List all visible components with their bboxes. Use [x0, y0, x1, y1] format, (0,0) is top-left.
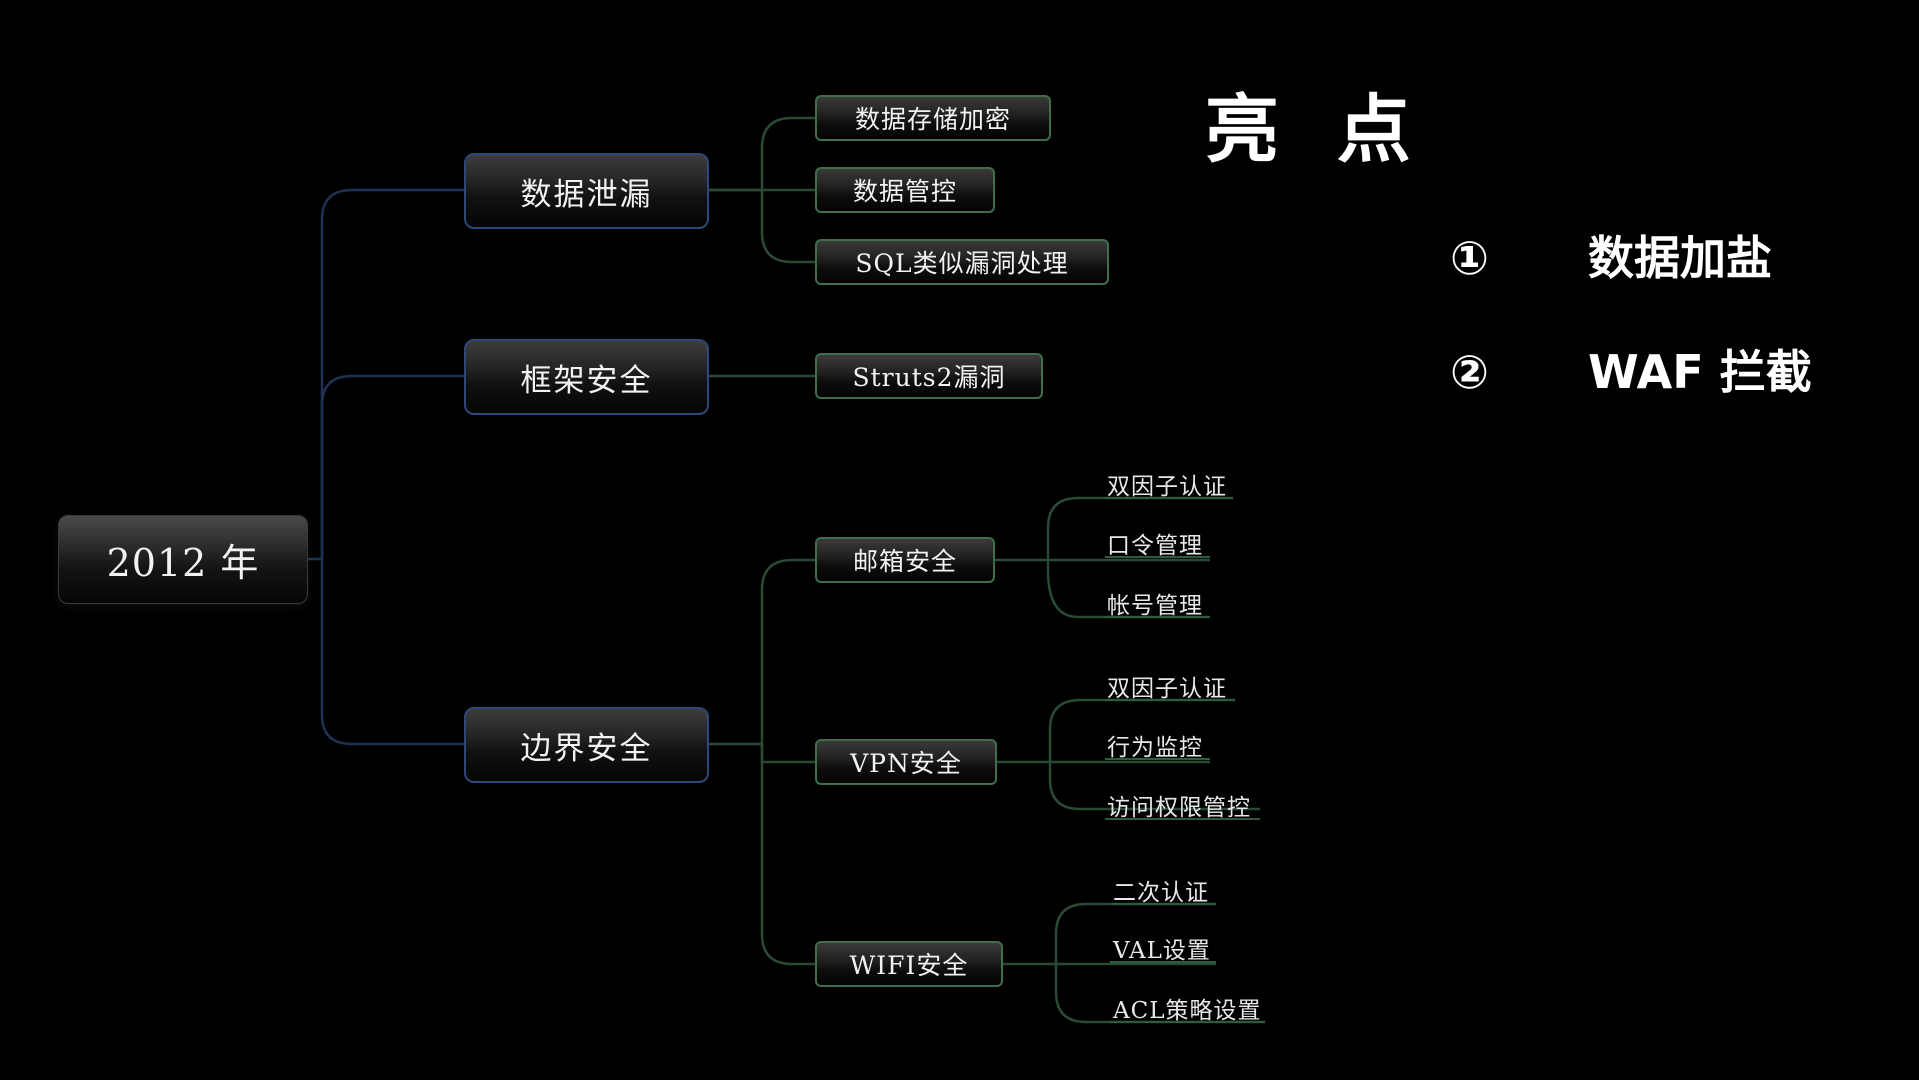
branch-data-leak: 数据泄漏 — [464, 153, 709, 229]
sub-node-data-control: 数据管控 — [815, 167, 995, 213]
link-branch1-sub1 — [709, 116, 815, 192]
root-label: 2012 年 — [106, 541, 260, 585]
link-root-branch3 — [320, 559, 464, 746]
sub-node-label: 邮箱安全 — [852, 547, 957, 576]
link-branch3-sub1 — [709, 558, 815, 746]
sub-node-label: 数据存储加密 — [854, 105, 1011, 134]
leaf-wifi-acl-policy: ACL策略设置 — [1113, 998, 1262, 1024]
highlights-title: 亮 点 — [1205, 87, 1427, 173]
sub-node-label: WIFI安全 — [849, 951, 969, 980]
link-email-leaves — [995, 496, 1233, 619]
leaf-vpn-two-factor: 双因子认证 — [1107, 676, 1227, 702]
link-root-branch2 — [320, 374, 464, 559]
branch-boundary-security: 边界安全 — [464, 707, 709, 783]
link-branch3-sub3 — [760, 744, 815, 966]
sub-node-sql-vuln-handling: SQL类似漏洞处理 — [815, 239, 1109, 285]
link-vpn-leaves — [997, 698, 1260, 811]
branch-label: 框架安全 — [520, 362, 653, 399]
highlight-number: ② — [1450, 345, 1489, 399]
leaf-vpn-access-control: 访问权限管控 — [1107, 795, 1251, 821]
highlight-item-1: ① 数据加盐 — [1450, 222, 1772, 288]
sub-node-label: SQL类似漏洞处理 — [855, 249, 1069, 278]
link-root-branch1 — [308, 188, 464, 561]
branch-framework-security: 框架安全 — [464, 339, 709, 415]
sub-node-struts2: Struts2漏洞 — [815, 353, 1043, 399]
leaf-email-account-management: 帐号管理 — [1107, 593, 1203, 619]
root-node: 2012 年 — [58, 515, 308, 604]
branch-label: 数据泄漏 — [520, 176, 653, 213]
highlight-text: WAF 拦截 — [1588, 345, 1812, 399]
leaf-wifi-secondary-auth: 二次认证 — [1113, 880, 1209, 906]
sub-node-label: Struts2漏洞 — [852, 363, 1006, 392]
leaf-wifi-val-settings: VAL设置 — [1113, 938, 1211, 964]
leaf-vpn-behavior-monitoring: 行为监控 — [1107, 735, 1203, 761]
highlight-number: ① — [1450, 231, 1489, 285]
sub-node-vpn-security: VPN安全 — [815, 739, 997, 785]
link-wifi-leaves — [1003, 902, 1265, 1024]
sub-node-label: VPN安全 — [850, 749, 962, 778]
highlight-text: 数据加盐 — [1588, 231, 1772, 285]
leaf-email-password-management: 口令管理 — [1107, 533, 1203, 559]
sub-node-data-storage-encryption: 数据存储加密 — [815, 95, 1051, 141]
branch-label: 边界安全 — [520, 730, 653, 767]
link-branch3-sub2 — [760, 744, 815, 764]
sub-node-email-security: 邮箱安全 — [815, 537, 995, 583]
link-branch1-sub3 — [760, 190, 815, 264]
sub-node-label: 数据管控 — [852, 177, 957, 206]
sub-node-wifi-security: WIFI安全 — [815, 941, 1003, 987]
leaf-email-two-factor: 双因子认证 — [1107, 474, 1227, 500]
highlight-item-2: ② WAF 拦截 — [1450, 336, 1812, 402]
